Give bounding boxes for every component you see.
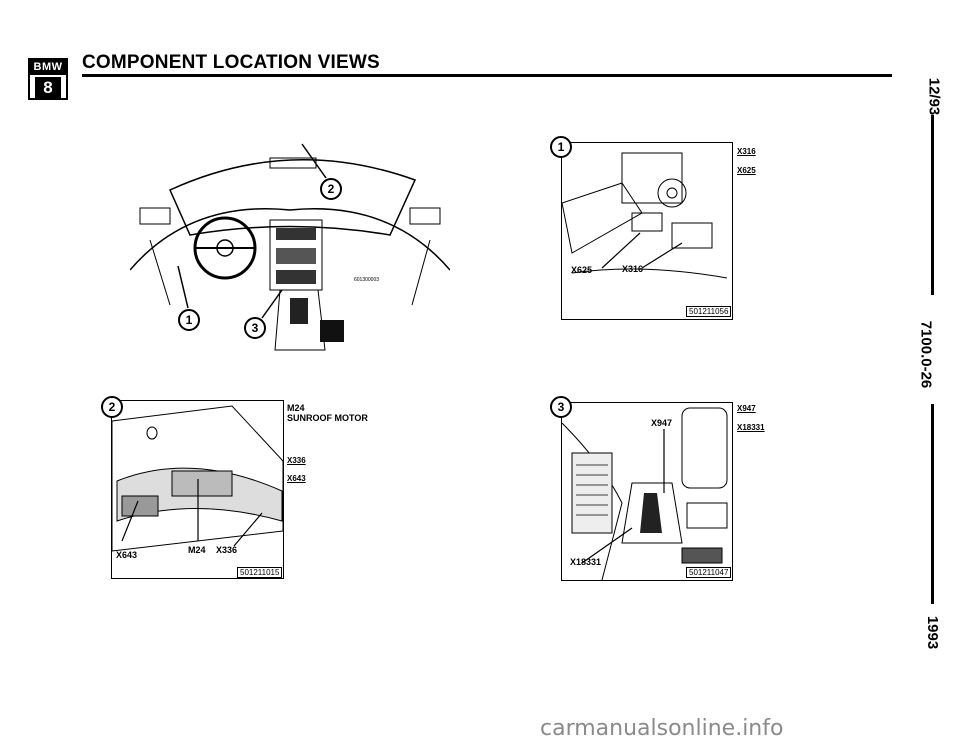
logo-brand: BMW bbox=[30, 60, 66, 75]
margin-doc-number: 7100.0-26 bbox=[917, 320, 935, 389]
view2-callout-x336: X336 bbox=[216, 545, 238, 555]
view2-number: 2 bbox=[101, 396, 123, 418]
view2-callout-x643: X643 bbox=[116, 550, 138, 560]
margin-year: 1993 bbox=[924, 615, 942, 650]
margin-date: 12/93 bbox=[925, 77, 943, 116]
view2-drawing bbox=[112, 405, 283, 552]
view1-number: 1 bbox=[550, 136, 572, 158]
view2-callout-m24: M24 bbox=[188, 545, 206, 555]
page-title: COMPONENT LOCATION VIEWS bbox=[82, 52, 380, 73]
margin-rule-1 bbox=[931, 115, 934, 295]
margin-rule-2 bbox=[931, 404, 934, 604]
view2-frame bbox=[111, 400, 284, 579]
header-rule bbox=[82, 74, 892, 77]
interior-overview-drawing bbox=[130, 143, 450, 351]
view3-image-number: 501211047 bbox=[686, 567, 732, 578]
view3-label-x947: X947 bbox=[737, 404, 756, 413]
view2-label-x643: X643 bbox=[287, 474, 306, 483]
view1-label-x625: X625 bbox=[737, 166, 756, 175]
view1-callout-x316: X316 bbox=[622, 264, 644, 274]
view1-callout-x625: X625 bbox=[571, 265, 593, 275]
view3-drawing bbox=[562, 407, 728, 580]
overview-callout-1: 1 bbox=[178, 309, 200, 331]
view3-callout-x18331: X18331 bbox=[570, 557, 602, 567]
bmw-8-series-logo: BMW 8 bbox=[28, 58, 68, 100]
view2-label-m24: M24 bbox=[287, 403, 305, 413]
view3-frame bbox=[561, 402, 733, 581]
view1-label-x316: X316 bbox=[737, 147, 756, 156]
view1-image-number: 501211056 bbox=[686, 306, 732, 317]
view2-image-number: 501211015 bbox=[237, 567, 283, 578]
view3-number: 3 bbox=[550, 396, 572, 418]
logo-series: 8 bbox=[35, 77, 61, 99]
watermark: carmanualsonline.info bbox=[540, 716, 784, 741]
view2-label-x336: X336 bbox=[287, 456, 306, 465]
view3-callout-x947: X947 bbox=[651, 418, 673, 428]
overview-callout-3: 3 bbox=[244, 317, 266, 339]
view2-label-sunroof-motor: SUNROOF MOTOR bbox=[287, 413, 368, 423]
view3-label-x18331: X18331 bbox=[737, 423, 765, 432]
overview-image-number: 601300003 bbox=[354, 277, 380, 283]
overview-callout-2: 2 bbox=[320, 178, 342, 200]
view1-drawing bbox=[562, 152, 728, 279]
view1-frame bbox=[561, 142, 733, 320]
